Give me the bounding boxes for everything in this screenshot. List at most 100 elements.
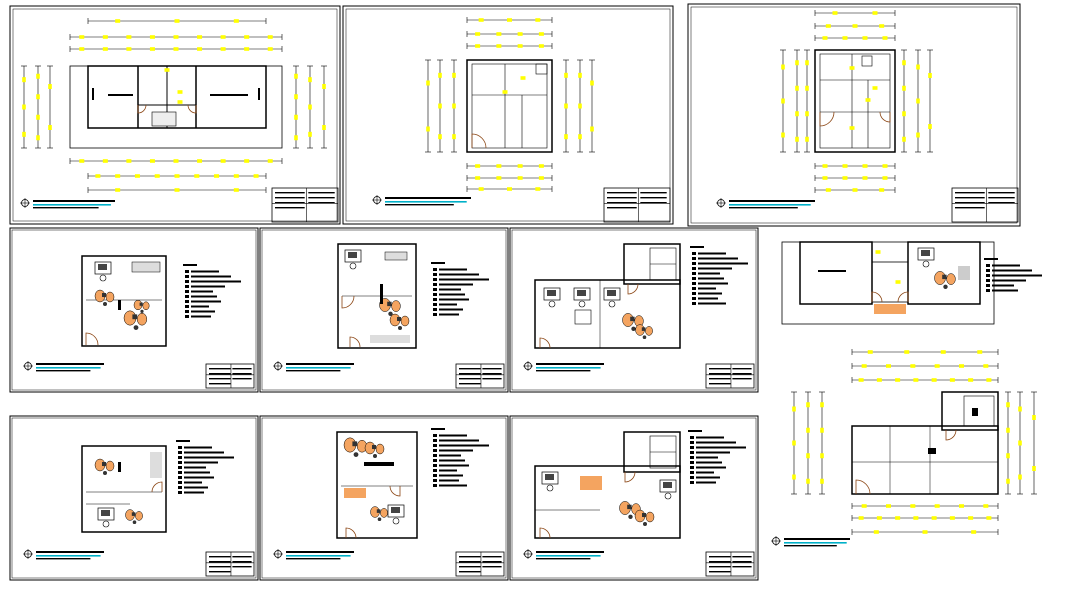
legend-text (439, 278, 489, 281)
title-block-text (988, 192, 1015, 194)
legend-text (698, 287, 716, 290)
fixture (928, 448, 936, 454)
title-block-text (209, 561, 231, 563)
dimension-marker (438, 103, 442, 109)
dimension-marker (538, 32, 544, 36)
title-block-text (232, 368, 252, 370)
sheet-title-underline (36, 555, 101, 557)
dimension-marker (294, 94, 298, 100)
door-swing (879, 111, 891, 123)
legend-bullet (433, 308, 437, 311)
title-block-text (607, 192, 637, 194)
sheet-border (509, 227, 759, 393)
title-block (705, 363, 755, 389)
dimension-marker (792, 406, 796, 412)
computer-icon (577, 290, 586, 296)
legend-bullet (433, 444, 437, 447)
title-block-text (232, 556, 252, 558)
dimension-marker (220, 47, 226, 51)
dimension-marker (174, 19, 180, 23)
equipment-icon (398, 326, 402, 330)
door-swing (897, 291, 909, 303)
dimension-marker (149, 159, 155, 163)
legend-bullet (690, 436, 694, 439)
legend-bullet (986, 284, 990, 287)
title-block-text (607, 197, 637, 199)
legend-text (439, 439, 479, 442)
sheet-title (372, 195, 471, 206)
legend-list (690, 246, 748, 305)
fixture (861, 55, 873, 67)
dimension-marker (79, 159, 85, 163)
dimension-marker (267, 159, 273, 163)
dimension-marker (308, 104, 312, 110)
legend-bullet (692, 257, 696, 260)
legend-bullet (433, 484, 437, 487)
dimension-marker (590, 126, 594, 132)
legend-text (992, 279, 1026, 282)
sheet-1-dimension-plan (9, 5, 341, 225)
legend-text (191, 285, 225, 288)
dimension-marker (795, 60, 799, 66)
dimension-marker (825, 24, 831, 28)
entry-steps (874, 304, 906, 314)
dimension-marker (164, 68, 170, 72)
dimension-marker (916, 132, 920, 138)
door-swing (627, 283, 639, 295)
legend-bullet (178, 471, 182, 474)
dimension-marker (214, 174, 220, 178)
dimension-marker (496, 32, 502, 36)
sheet-title-text (36, 551, 104, 553)
legend-text (191, 310, 215, 313)
title-block-text (709, 571, 731, 573)
sheet-title-text (729, 200, 815, 202)
office-chair-icon (546, 484, 554, 492)
furniture-cluster (634, 509, 655, 526)
equipment-icon (943, 284, 948, 289)
furniture-cluster (133, 299, 150, 313)
equipment-icon (102, 293, 106, 297)
sheet-title-text (286, 551, 354, 553)
equipment-icon (102, 462, 106, 466)
dimension-marker (308, 77, 312, 83)
title-block-text (709, 383, 731, 385)
legend-text (439, 308, 463, 311)
chair-icon (375, 443, 385, 455)
furniture-cluster (343, 437, 368, 457)
chair-icon (380, 508, 388, 518)
equipment-icon (139, 302, 143, 306)
dimension-marker (781, 132, 785, 138)
door-swing (85, 332, 99, 346)
title-block-text (988, 202, 1015, 204)
dimension-marker (197, 159, 203, 163)
door-swing (871, 291, 883, 303)
title-block-frame (455, 363, 505, 389)
dimension-marker (873, 530, 879, 534)
legend-text (698, 292, 722, 295)
dimension-marker (832, 11, 838, 15)
sheet-title (273, 549, 354, 560)
dimension-marker (426, 80, 430, 86)
dimension-marker (507, 18, 512, 22)
sheet-border (9, 227, 259, 393)
dimension-marker (475, 176, 481, 180)
dimension-marker (882, 164, 888, 168)
legend-text (184, 491, 204, 494)
sheet-title-text (36, 363, 104, 365)
dimension-marker (102, 47, 108, 51)
building-walls (81, 255, 167, 347)
title-block-text (275, 207, 305, 209)
dimension-marker (507, 187, 512, 191)
dimension-marker (233, 19, 239, 23)
desk-set (387, 504, 405, 525)
dimension-marker (861, 504, 867, 508)
dimension-marker (959, 364, 964, 368)
dimension-marker (882, 36, 888, 40)
building-walls (87, 65, 267, 129)
legend-heading (176, 440, 190, 442)
title-block-text (232, 561, 252, 563)
equipment-icon (132, 520, 137, 524)
legend-bullet (692, 267, 696, 270)
dimension-marker (895, 280, 901, 284)
